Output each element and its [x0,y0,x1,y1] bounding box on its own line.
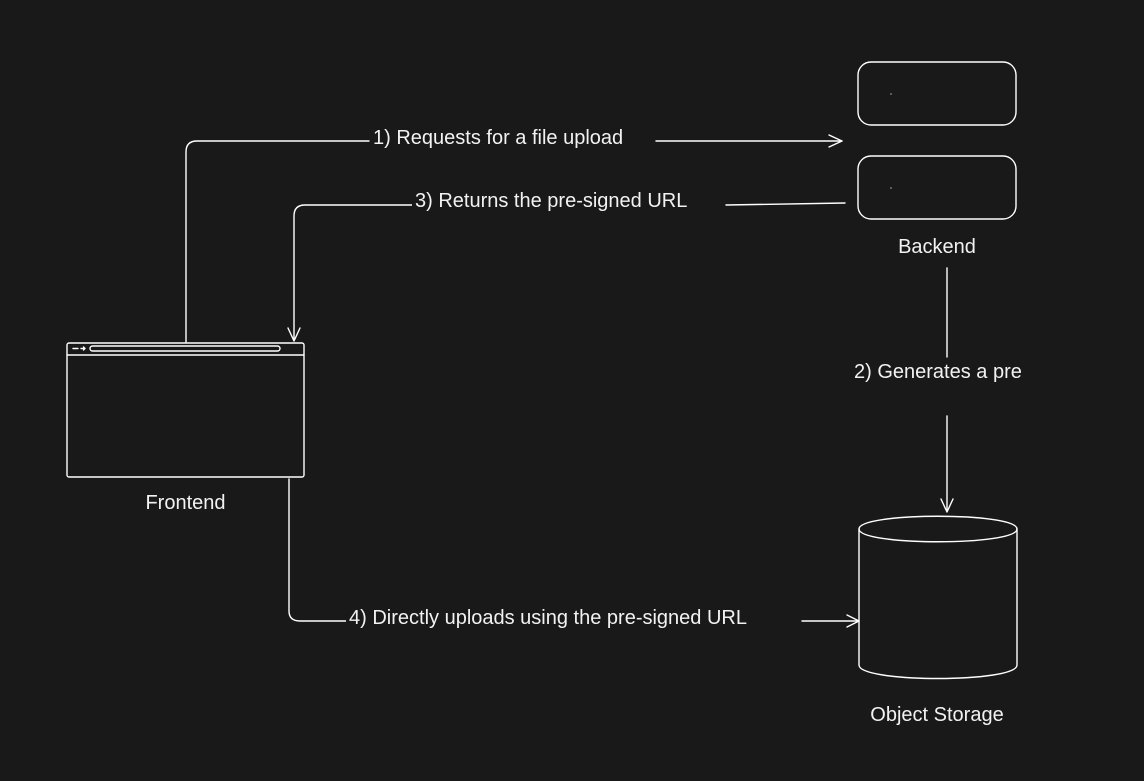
node-label-object-storage: Object Storage [870,704,1004,726]
edge-label-step4: 4) Directly uploads using the pre-signed… [346,606,750,630]
backend-box-bottom [857,155,1017,220]
edge-label-step2: 2) Generates a pre [851,360,1040,384]
arrow-step4 [288,478,860,622]
arrow-step1 [185,140,843,343]
arrow-step3-head [287,327,301,342]
browser-window-icon [66,342,305,478]
backend-box-bottom-dot [890,187,892,189]
arrow-step1-head [828,134,843,148]
node-label-frontend: Frontend [145,492,226,514]
arrow-step3 [293,202,846,341]
node-label-backend: Backend [898,236,976,258]
arrow-step2-head [940,498,954,513]
database-cylinder-icon [858,515,1018,680]
edge-label-step3: 3) Returns the pre-signed URL [412,189,691,213]
backend-box-top-dot [890,93,892,95]
backend-box-top [857,61,1017,126]
arrow-step4-head [846,614,860,628]
edge-label-step1: 1) Requests for a file upload [370,126,627,150]
